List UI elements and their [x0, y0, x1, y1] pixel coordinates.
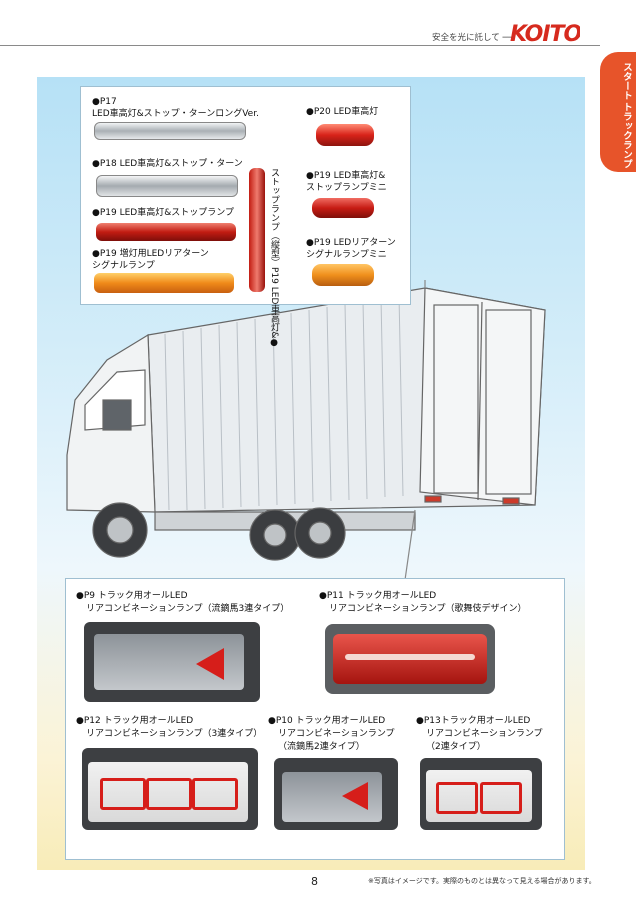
product-label-p20: ●P20 LED車高灯: [306, 107, 379, 117]
product-label-p19-mini-turn-line1: ●P19 LEDリアターン: [306, 238, 396, 248]
product-label-p17-line1: ●P17: [92, 97, 117, 107]
lamp-image-p12: [82, 748, 258, 830]
product-label-p10-line3: （流鏑馬2連タイプ）: [278, 742, 365, 752]
product-label-p10-line1: ●P10 トラック用オールLED: [268, 716, 386, 726]
product-label-p12-line1: ●P12 トラック用オールLED: [76, 716, 194, 726]
product-label-p9-line2: リアコンビネーションランプ（流鏑馬3連タイプ）: [86, 604, 290, 614]
product-label-p17-line2: LED車高灯&ストップ・ターンロングVer.: [92, 109, 259, 119]
lamp-image-p9: [84, 622, 260, 702]
product-label-p19-mini-stop-line2: ストップランプミニ: [306, 183, 387, 193]
lamp-image-p19-mini-stop: [312, 198, 374, 218]
product-label-p13-line3: （2連タイプ）: [426, 742, 486, 752]
section-tab[interactable]: スタート トラックランプ: [600, 52, 636, 172]
lamp-image-p19-vertical: [249, 168, 265, 292]
product-label-p13-line1: ●P13トラック用オールLED: [416, 716, 531, 726]
product-label-p19-turn-line2: シグナルランプ: [92, 261, 155, 271]
product-label-p18: ●P18 LED車高灯&ストップ・ターン: [92, 159, 243, 169]
product-label-p11-line1: ●P11 トラック用オールLED: [319, 591, 437, 601]
lamp-image-p19-mini-turn: [312, 264, 374, 286]
header-rule: [0, 45, 600, 46]
section-tab-line1: スタート: [621, 62, 632, 100]
lamp-image-p19-stop: [96, 223, 236, 241]
lamp-image-p13: [420, 758, 542, 830]
product-label-p19-turn-line1: ●P19 増灯用LEDリアターン: [92, 249, 209, 259]
slogan: 安全を光に託して ──: [432, 33, 513, 43]
product-label-p11-line2: リアコンビネーションランプ（歌舞伎デザイン）: [329, 604, 527, 614]
footnote: ※写真はイメージです。実際のものとは異なって見える場合があります。: [368, 877, 596, 885]
product-label-p19-vertical-col1: P19 LED車高灯&: [269, 267, 279, 339]
lamp-image-p10: [274, 758, 398, 830]
product-label-p19-vertical: ● P19 LED車高灯& ストップランプ（縦型）: [268, 168, 280, 348]
product-label-p19-stop: ●P19 LED車高灯&ストップランプ: [92, 208, 234, 218]
product-label-p10-line2: リアコンビネーションランプ: [278, 729, 395, 739]
product-label-p19-mini-stop-line1: ●P19 LED車高灯&: [306, 171, 386, 181]
product-label-p19-vertical-dot: ●: [269, 338, 279, 349]
lamp-image-p17: [94, 122, 246, 140]
product-label-p9-line1: ●P9 トラック用オールLED: [76, 591, 188, 601]
svg-text:KOITO: KOITO: [510, 22, 580, 47]
product-label-p13-line2: リアコンビネーションランプ: [426, 729, 543, 739]
lamp-image-p19-turn: [94, 273, 234, 293]
lamp-image-p11: [325, 624, 495, 694]
lamp-image-p18: [96, 175, 238, 197]
product-label-p19-vertical-col2: ストップランプ（縦型）: [269, 168, 279, 267]
page-number: 8: [311, 875, 318, 888]
truck-illustration: [45, 280, 555, 580]
section-tab-line2: トラックランプ: [621, 102, 632, 169]
lamp-image-p20: [316, 124, 374, 146]
koito-logo: KOITO: [508, 18, 580, 48]
product-label-p19-mini-turn-line2: シグナルランプミニ: [306, 250, 387, 260]
product-label-p12-line2: リアコンビネーションランプ（3連タイプ）: [86, 729, 263, 739]
